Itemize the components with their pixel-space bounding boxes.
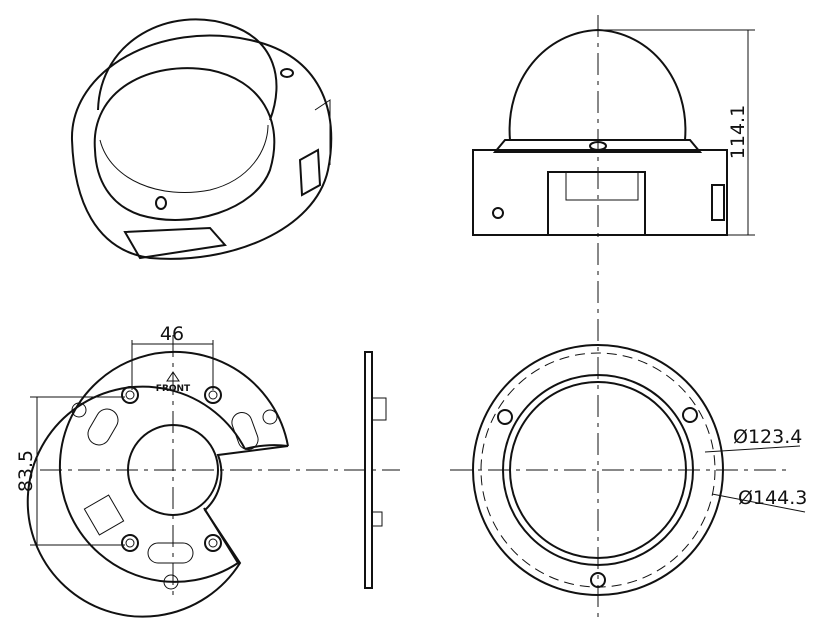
inner-diameter-label: Ø123.4 [733, 426, 802, 448]
side-view: 114.1 [472, 28, 755, 236]
height-dimension-114-1: 114.1 [727, 105, 749, 159]
mount-plate-view: FRONT 46 83.5 [15, 323, 400, 618]
height-dimension-83-5: 83.5 [15, 450, 37, 492]
perspective-view [70, 18, 333, 260]
bottom-view: Ø123.4 Ø144.3 [450, 15, 807, 620]
outer-diameter-label: Ø144.3 [738, 487, 807, 509]
width-dimension-46: 46 [160, 323, 184, 345]
